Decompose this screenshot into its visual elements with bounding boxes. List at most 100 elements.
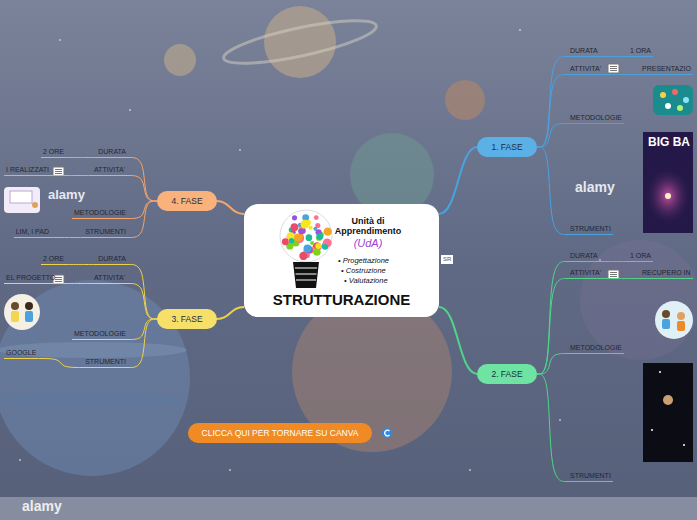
topic-text: 1. FASE [491, 137, 522, 157]
lightbulb-illustration [276, 208, 336, 292]
subtopic-text: STRUMENTI [570, 471, 611, 480]
branch-line [51, 237, 83, 238]
lightbulb-illustration [308, 226, 312, 230]
lightbulb-illustration [313, 227, 317, 231]
planets [164, 44, 196, 76]
stars [229, 469, 231, 471]
stars [469, 469, 471, 471]
subtopic-text: PRESENTAZIO [642, 64, 691, 73]
canva-icon [382, 428, 392, 438]
topic-text: 3. FASE [171, 309, 202, 329]
branch-line [600, 56, 628, 57]
watermark: alamy [48, 188, 85, 202]
subtopic: LIM, I PAD [14, 227, 51, 238]
subtopic: METODOLOGIE [568, 343, 624, 354]
lightbulb-illustration [310, 241, 314, 245]
children-illustration [655, 301, 693, 339]
subtopic-text: LIM, I PAD [16, 227, 49, 236]
branch-line [66, 157, 96, 158]
subtopic: DURATA [96, 147, 128, 158]
lightbulb-illustration [324, 227, 332, 235]
children-illustration [662, 310, 670, 318]
subtopic: STRUMENTI [83, 357, 128, 368]
subtopic-text: ATTIVITA' [94, 273, 125, 282]
subtopic-text: STRUMENTI [570, 224, 611, 233]
topic-text: CLICCA QUI PER TORNARE SU CANVA [202, 423, 359, 443]
subtopic-text: ATTIVITA' [570, 64, 601, 73]
bullet-item: • Progettazione [338, 257, 389, 266]
marker-tag: SR [441, 255, 453, 264]
big-bang-poster [665, 193, 671, 199]
lightbulb-illustration [298, 233, 303, 238]
branch-line [537, 75, 568, 148]
children-illustration [677, 321, 685, 331]
subtopic: 2 ORE [41, 254, 66, 265]
stars [129, 109, 131, 111]
note-icon [608, 64, 619, 73]
lightbulb-illustration [292, 215, 297, 220]
lightbulb-illustration [313, 248, 320, 255]
big-bang-poster [643, 132, 693, 233]
children-illustration [25, 311, 33, 322]
subtopic-text: EL PROGETTO [6, 273, 55, 282]
big-bang-poster [643, 132, 693, 233]
lightbulb-illustration [295, 268, 317, 280]
subtopic-text: I REALIZZATI [6, 165, 49, 174]
subtopic: GOOGLE [4, 348, 38, 359]
stars [519, 29, 521, 31]
phase-topic: 1. FASE [477, 137, 536, 157]
subtopic: 1 ORA [628, 46, 653, 57]
subtopic: STRUMENTI [568, 471, 613, 482]
lightbulb-illustration [289, 238, 294, 243]
subtopic-text: STRUMENTI [85, 227, 126, 236]
space-picture [643, 363, 693, 462]
branch-line [537, 124, 568, 148]
children-illustration [662, 319, 670, 329]
subtopic-text: METODOLOGIE [570, 113, 622, 122]
subtopic: EL PROGETTO [4, 273, 57, 284]
planets [0, 6, 697, 476]
heading: STRUTTURAZIONE [244, 291, 439, 308]
subtopic-text: DURATA [570, 46, 598, 55]
branch-line [537, 279, 568, 375]
canva-icon [382, 428, 392, 438]
subtopic: ATTIVITA' [568, 268, 603, 279]
watermark: alamy [575, 180, 615, 195]
subtopic: DURATA [568, 251, 600, 262]
branch-line [603, 278, 640, 279]
branch-line [128, 201, 157, 219]
subtopic-text: RECUPERO IN [642, 268, 691, 277]
branch-line [57, 283, 92, 284]
subtopic: METODOLOGIE [72, 208, 128, 219]
whiteboard-illustration [4, 187, 40, 213]
abbreviation: (UdA) [328, 237, 408, 250]
watermark: alamy [22, 499, 62, 514]
subtopic-text: 1 ORA [630, 46, 651, 55]
children-illustration [4, 294, 40, 330]
central-topic: Unità di Apprendimento(UdA)• Progettazio… [244, 204, 439, 317]
note-icon-lines [55, 278, 62, 282]
subtopic: 1 ORA [628, 251, 653, 262]
subtopic-text: ATTIVITA' [94, 165, 125, 174]
lightbulb-illustration [297, 234, 303, 240]
branch-line [537, 147, 568, 235]
note-icon-lines [55, 170, 62, 174]
big-bang-poster [644, 166, 692, 226]
phase-topic: 2. FASE [477, 364, 536, 384]
subtopic: METODOLOGIE [72, 329, 128, 340]
lightbulb-illustration [314, 215, 319, 220]
stars [559, 419, 561, 421]
subtopic-text: 1 ORA [630, 251, 651, 260]
lightbulb-illustration [323, 244, 328, 249]
lightbulb-illustration [306, 234, 313, 241]
subtopic: STRUMENTI [83, 227, 128, 238]
planets [0, 342, 187, 358]
canva-icon [385, 430, 390, 436]
branch-line [128, 265, 157, 320]
branch-line [127, 176, 157, 202]
subtopic: DURATA [568, 46, 600, 57]
branch-line [128, 319, 157, 340]
branch-line [603, 74, 640, 75]
branch-line [600, 261, 628, 262]
